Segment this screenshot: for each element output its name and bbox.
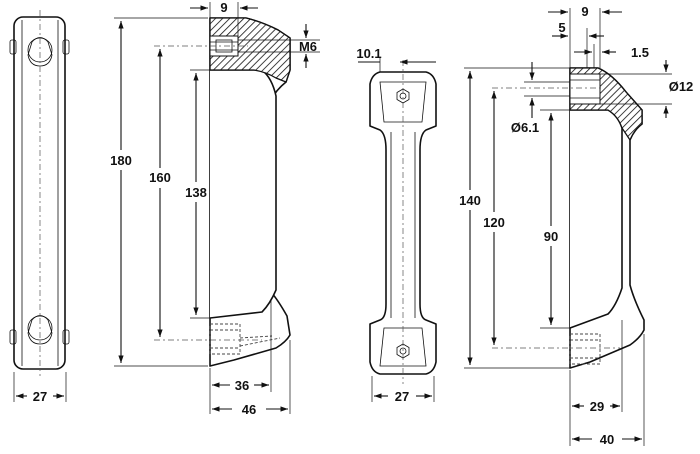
dim-b-5-label: 5 xyxy=(558,20,565,35)
dimension-b-side-hole-spacing: 120 xyxy=(483,91,505,345)
dimension-b-side-counterbore: Ø12 xyxy=(600,60,693,118)
handle-a-side-view xyxy=(154,17,291,367)
dim-b-29-label: 29 xyxy=(590,399,604,414)
dim-a-9-label: 9 xyxy=(220,0,227,15)
dim-a-160-label: 160 xyxy=(149,170,171,185)
dimension-b-side-overall-height: 140 xyxy=(459,67,570,369)
dim-b-90-label: 90 xyxy=(544,229,558,244)
dim-b-1-5-label: 1.5 xyxy=(631,45,649,60)
dim-b-10-1-label: 10.1 xyxy=(356,46,381,61)
dim-a-138-label: 138 xyxy=(185,185,207,200)
dimension-a-side-top-width: 9 xyxy=(190,0,258,36)
dimension-b-front-top: 10.1 xyxy=(356,46,436,72)
dim-b-9-label: 9 xyxy=(581,4,588,19)
dim-b-40-label: 40 xyxy=(600,432,614,447)
handle-b-front-view xyxy=(369,60,437,384)
dim-a-front-width-label: 27 xyxy=(33,389,47,404)
dim-b-140-label: 140 xyxy=(459,193,481,208)
dim-b-front-width-label: 27 xyxy=(395,389,409,404)
dimension-a-side-overall-depth: 46 xyxy=(212,340,291,417)
dimension-a-front-width: 27 xyxy=(13,372,67,404)
dim-a-180-label: 180 xyxy=(110,153,132,168)
handle-a-front-view xyxy=(9,10,70,376)
dimension-a-side-inner-height: 138 xyxy=(185,69,210,319)
handle-b-side-view xyxy=(492,67,645,369)
dimension-a-side-hole-spacing: 160 xyxy=(149,49,171,337)
dimension-b-side-hole-dia: Ø6.1 xyxy=(511,62,570,135)
dimension-b-side-overall-depth: 40 xyxy=(572,334,645,447)
dimension-b-side-inner-height: 90 xyxy=(540,109,570,329)
dimension-b-front-width: 27 xyxy=(371,376,435,404)
dimension-b-side-offset-5: 5 xyxy=(552,20,604,68)
dim-b-dia-6-1-label: Ø6.1 xyxy=(511,120,539,135)
dimension-b-side-offset-1-5: 1.5 xyxy=(574,44,649,68)
dim-a-m6-label: M6 xyxy=(299,39,317,54)
dimension-a-side-thread: M6 xyxy=(238,24,320,68)
dimension-b-side-top-width: 9 xyxy=(548,4,622,68)
dim-a-46-label: 46 xyxy=(242,402,256,417)
dimension-a-side-grip-depth: 36 xyxy=(209,300,272,414)
dim-b-120-label: 120 xyxy=(483,215,505,230)
dim-a-36-label: 36 xyxy=(235,378,249,393)
dimension-a-side-overall-height: 180 xyxy=(110,17,208,367)
dim-b-dia-12-label: Ø12 xyxy=(669,79,694,94)
dimension-b-side-grip-depth: 29 xyxy=(569,320,623,446)
